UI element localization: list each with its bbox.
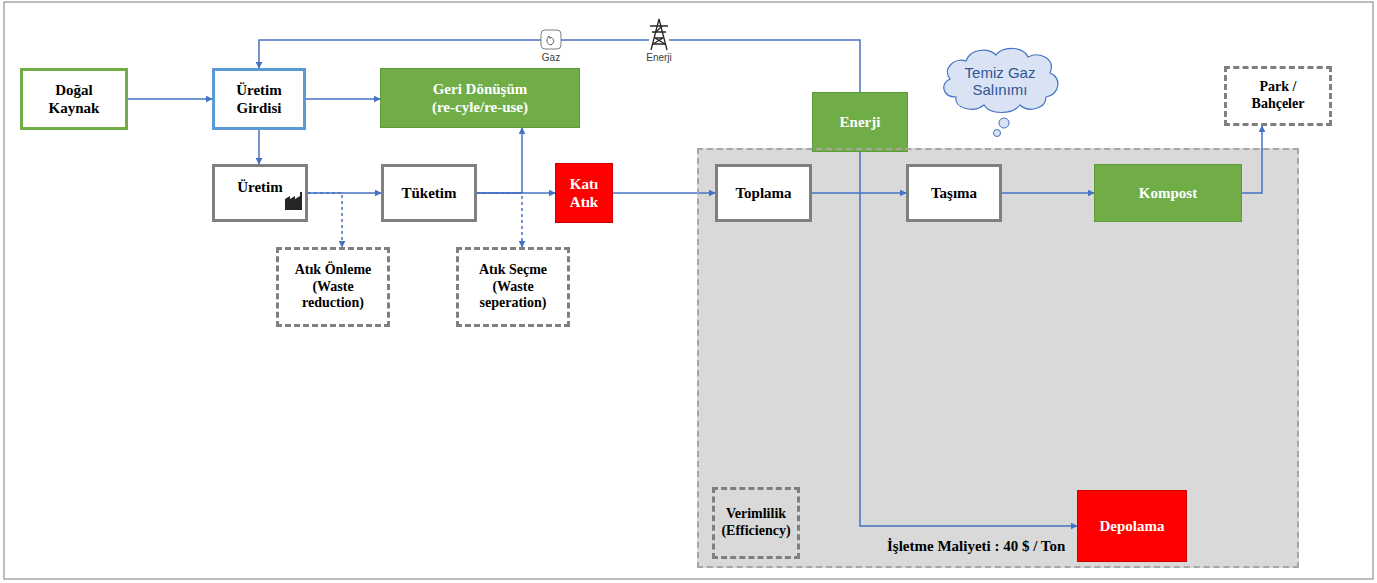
flow-arrow xyxy=(477,192,555,194)
power-pylon-icon xyxy=(649,18,669,51)
flow-arrow xyxy=(306,98,380,100)
dashed-box: Atık Önleme(Waste reduction) xyxy=(276,247,390,327)
node-text: (re-cyle/re-use) xyxy=(432,98,528,116)
node-text: Atık Önleme xyxy=(295,262,372,279)
node-text: Park / Bahçeler xyxy=(1233,79,1323,113)
flow-arrow xyxy=(1002,192,1094,194)
flow-arrow xyxy=(128,98,212,100)
node-text: Tüketim xyxy=(401,184,456,202)
dashed-arrow xyxy=(477,193,522,247)
flow-arrow xyxy=(613,192,715,194)
outer-frame xyxy=(4,2,1373,579)
source-box: Doğal Kaynak xyxy=(20,68,128,130)
operation-region: İşletme Maliyeti : 40 $ / Ton Toplama Taşı… xyxy=(697,148,1299,568)
gas-icon xyxy=(541,30,561,49)
flow-arrow xyxy=(258,130,260,164)
waste-box: Katı Atık xyxy=(555,163,613,223)
node-text: Toplama xyxy=(735,184,791,202)
node-text: Verimlilik xyxy=(726,506,786,523)
cloud-bubbles xyxy=(994,118,1010,137)
process-box: Taşıma xyxy=(906,164,1002,222)
node-text: Atık Seçme xyxy=(479,262,547,279)
icon-caption: Enerji xyxy=(645,52,673,63)
region-fill xyxy=(697,148,1299,568)
process-box: Üretim xyxy=(212,164,308,222)
dashed-box: Park / Bahçeler xyxy=(1224,66,1332,126)
node-text: Taşıma xyxy=(931,184,977,202)
flow-arrow xyxy=(860,152,1077,526)
dashed-box: Atık Seçme(Waste seperation) xyxy=(456,247,570,327)
process-box: Tüketim xyxy=(381,164,477,222)
process-box: Toplama xyxy=(715,164,812,222)
node-text: (Waste seperation) xyxy=(465,279,561,313)
landfill-box: Depolama xyxy=(1077,490,1187,562)
dashed-box: Verimlilik(Efficiency) xyxy=(712,487,800,559)
energy-box: Enerji xyxy=(812,92,908,152)
flow-arrow xyxy=(477,128,522,193)
dashed-arrow xyxy=(308,193,342,247)
node-text: (Efficiency) xyxy=(721,523,790,540)
node-text: Üretim xyxy=(237,178,283,196)
cloud-shape: Temiz Gaz Salınımı xyxy=(936,45,1064,117)
node-text: Doğal Kaynak xyxy=(29,81,119,117)
node-text: İşletme Maliyeti : 40 $ / Ton xyxy=(887,538,1065,555)
factory-icon xyxy=(285,192,302,210)
icon-caption: Gaz xyxy=(541,52,561,63)
input-box: Üretim Girdisi xyxy=(212,68,306,130)
node-text: Depolama xyxy=(1100,517,1165,535)
node-text: (Waste reduction) xyxy=(285,279,381,313)
flow-arrow xyxy=(1242,126,1262,193)
node-text: Katı Atık xyxy=(562,175,606,211)
recycle-box: Geri Dönüşüm(re-cyle/re-use) xyxy=(380,68,580,128)
node-text: Geri Dönüşüm xyxy=(433,80,528,98)
node-text: Üretim Girdisi xyxy=(221,81,297,117)
compost-box: Kompost xyxy=(1094,164,1242,222)
node-text: Enerji xyxy=(840,113,881,131)
flow-arrow xyxy=(812,192,906,194)
node-text: Kompost xyxy=(1139,184,1197,202)
flow-arrow xyxy=(308,192,381,194)
node-text: Temiz Gaz Salınımı xyxy=(956,64,1044,98)
